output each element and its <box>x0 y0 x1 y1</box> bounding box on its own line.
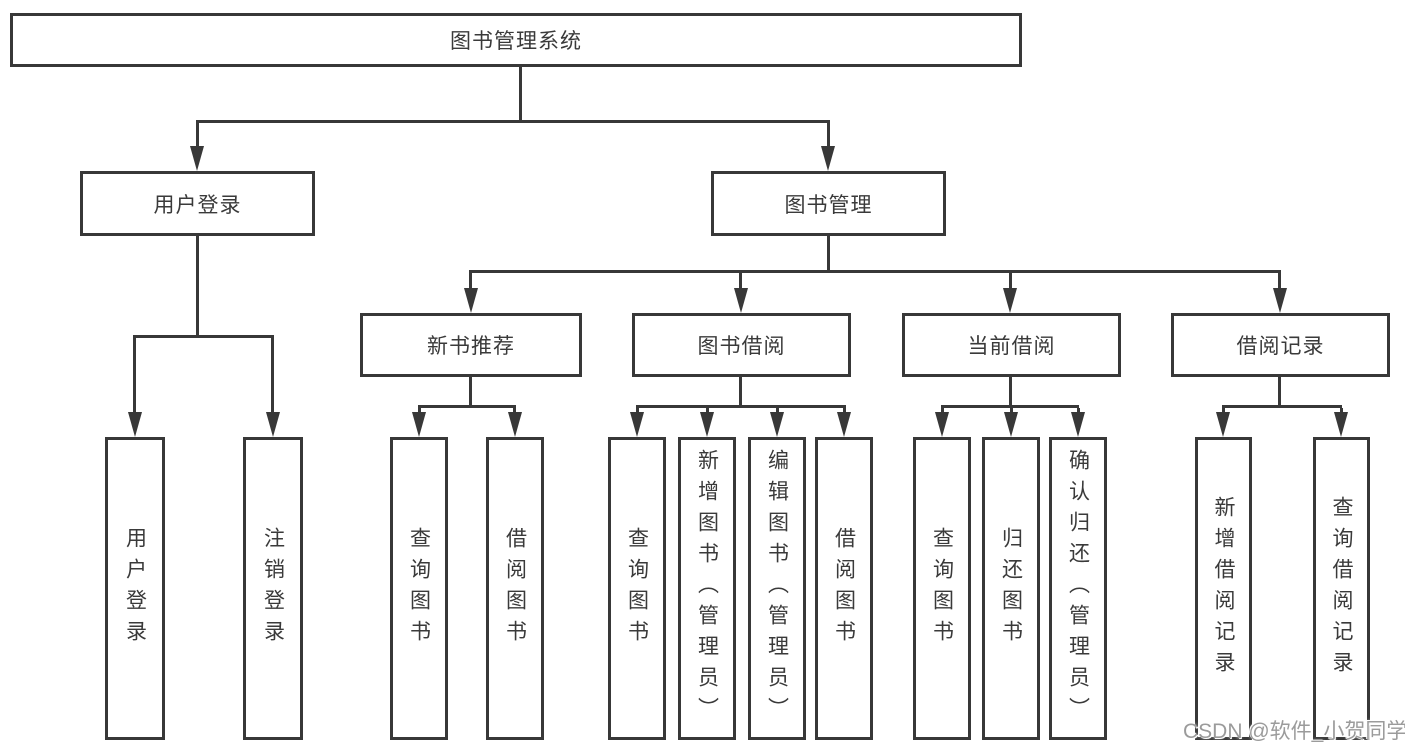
arrowhead-down-icon <box>508 412 522 437</box>
arrowhead-down-icon <box>734 288 748 313</box>
connector-stem <box>1222 408 1225 413</box>
node-label: 用户登录 <box>153 193 242 217</box>
arrowhead-down-icon <box>1273 288 1287 313</box>
node-label: 查询借阅记录 <box>1330 495 1353 682</box>
node-current-borrowing: 当前借阅 <box>902 313 1121 377</box>
connector-stem <box>843 408 846 413</box>
node-label: 编辑图书（管理员） <box>765 449 789 728</box>
connector-root-trunk <box>519 67 522 120</box>
connector-bar <box>1222 405 1342 408</box>
leaf-borrow-edit-books-admin: 编辑图书（管理员） <box>748 437 806 740</box>
leaf-records-add-record: 新增借阅记录 <box>1195 437 1252 740</box>
arrowhead-down-icon <box>190 146 204 171</box>
node-label: 确认归还（管理员） <box>1066 449 1090 728</box>
connector-stem <box>739 273 742 289</box>
connector-stem <box>706 408 709 413</box>
node-label: 用户登录 <box>123 526 147 651</box>
connector-stem <box>827 123 830 147</box>
leaf-borrow-borrow-books: 借阅图书 <box>815 437 873 740</box>
connector-stem <box>1278 273 1281 289</box>
arrowhead-down-icon <box>837 412 851 437</box>
node-label: 注销登录 <box>261 526 285 651</box>
connector-stem <box>1340 408 1343 413</box>
node-borrowing-records: 借阅记录 <box>1171 313 1390 377</box>
node-label: 借阅记录 <box>1236 335 1325 358</box>
connector-level1-bar <box>196 120 830 123</box>
arrowhead-down-icon <box>935 412 949 437</box>
connector-stem <box>469 273 472 289</box>
arrowhead-down-icon <box>128 412 142 437</box>
connector-user-login-bar <box>133 335 274 338</box>
connector-stem <box>196 123 199 147</box>
connector-stem <box>776 408 779 413</box>
node-label: 借阅图书 <box>503 526 527 651</box>
arrowhead-down-icon <box>1003 288 1017 313</box>
leaf-current-query-books: 查询图书 <box>913 437 971 740</box>
node-label: 新增借阅记录 <box>1212 495 1235 682</box>
arrowhead-down-icon <box>1334 412 1348 437</box>
arrowhead-down-icon <box>1004 412 1018 437</box>
connector-trunk <box>739 377 742 405</box>
connector-bar <box>941 405 1079 408</box>
leaf-logout: 注销登录 <box>243 437 303 740</box>
connector-stem <box>636 408 639 413</box>
node-label: 查询图书 <box>625 526 649 651</box>
connector-stem <box>418 408 421 413</box>
node-library-management-system: 图书管理系统 <box>10 13 1022 67</box>
connector-stem <box>1077 408 1080 413</box>
connector-bar <box>636 405 846 408</box>
leaf-borrow-query-books: 查询图书 <box>608 437 666 740</box>
connector-stem <box>941 408 944 413</box>
leaf-current-return-books: 归还图书 <box>982 437 1040 740</box>
node-label: 查询图书 <box>930 526 954 651</box>
connector-stem <box>513 408 516 413</box>
arrowhead-down-icon <box>770 412 784 437</box>
connector-stem <box>271 338 274 412</box>
connector-trunk <box>1009 377 1012 405</box>
node-label: 借阅图书 <box>832 526 856 651</box>
node-label: 查询图书 <box>407 526 431 651</box>
connector-trunk <box>1278 377 1281 405</box>
node-user-login: 用户登录 <box>80 171 315 236</box>
node-label: 图书管理 <box>784 193 873 217</box>
connector-user-login-trunk <box>196 236 199 335</box>
arrowhead-down-icon <box>464 288 478 313</box>
node-label: 图书管理系统 <box>450 30 582 53</box>
arrowhead-down-icon <box>412 412 426 437</box>
arrowhead-down-icon <box>700 412 714 437</box>
leaf-new-books-query: 查询图书 <box>390 437 448 740</box>
connector-stem <box>1010 408 1013 413</box>
arrowhead-down-icon <box>1216 412 1230 437</box>
node-label: 新书推荐 <box>427 335 515 358</box>
node-label: 当前借阅 <box>967 335 1056 358</box>
arrowhead-down-icon <box>1071 412 1085 437</box>
node-label: 图书借阅 <box>697 335 786 358</box>
node-label: 新增图书（管理员） <box>695 449 719 728</box>
leaf-new-books-borrow: 借阅图书 <box>486 437 544 740</box>
connector-level2-bar <box>469 270 1281 273</box>
leaf-current-confirm-return-admin: 确认归还（管理员） <box>1049 437 1107 740</box>
leaf-user-login: 用户登录 <box>105 437 165 740</box>
arrowhead-down-icon <box>630 412 644 437</box>
arrowhead-down-icon <box>266 412 280 437</box>
arrowhead-down-icon <box>821 146 835 171</box>
leaf-borrow-add-books-admin: 新增图书（管理员） <box>678 437 736 740</box>
connector-trunk <box>469 377 472 405</box>
connector-bar <box>418 405 516 408</box>
connector-stem <box>1009 273 1012 289</box>
connector-book-management-trunk <box>827 236 830 270</box>
connector-stem <box>133 338 136 412</box>
watermark: CSDN @软件_小贺同学 <box>1183 720 1405 743</box>
node-book-borrowing: 图书借阅 <box>632 313 851 377</box>
leaf-records-query-record: 查询借阅记录 <box>1313 437 1370 740</box>
node-new-book-recommendation: 新书推荐 <box>360 313 582 377</box>
node-book-management: 图书管理 <box>711 171 946 236</box>
node-label: 归还图书 <box>999 526 1023 651</box>
